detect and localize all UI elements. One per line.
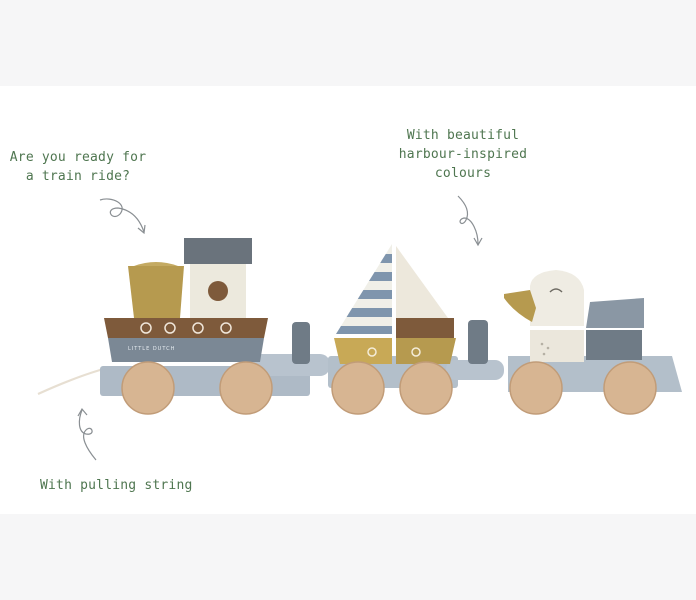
- porthole: [220, 322, 232, 334]
- wheel: [220, 362, 272, 414]
- duck-eye: [549, 288, 563, 293]
- locomotive-connector: [252, 354, 330, 376]
- curly-arrow-train-ride: [99, 198, 145, 233]
- duck-wing-upper: [586, 298, 644, 328]
- caption-line: harbour-inspired: [398, 147, 528, 162]
- wheel: [604, 362, 656, 414]
- arrow-head: [137, 224, 146, 235]
- sailboat-hull-left: [334, 338, 392, 364]
- wheel: [509, 361, 563, 415]
- wheel: [510, 362, 562, 414]
- caption-line: With pulling string: [40, 478, 193, 493]
- caption-line: a train ride?: [25, 169, 131, 184]
- caption-line: Are you ready for: [9, 150, 147, 165]
- boat-hull-upper: [104, 318, 268, 338]
- cabin-roof: [184, 238, 252, 264]
- duck-beak: [504, 290, 536, 322]
- wheel: [400, 362, 452, 414]
- cream-sail: [396, 246, 448, 318]
- wheel: [603, 361, 657, 415]
- duck-body-lower: [530, 330, 584, 362]
- wooden-train-illustration: LITTLE DUTCH: [37, 195, 682, 461]
- sailboat-hull-right: [396, 338, 456, 364]
- hull-dot: [411, 347, 421, 357]
- duck-dot: [542, 352, 546, 356]
- arrow-head: [77, 407, 88, 417]
- wheel: [331, 361, 385, 415]
- wagon-connector: [446, 360, 504, 380]
- curly-arrow-colours: [457, 195, 479, 245]
- curly-arrow-string: [78, 409, 97, 461]
- stacking-peg: [468, 320, 488, 364]
- caption-line: colours: [434, 166, 492, 181]
- hull-dot: [367, 347, 377, 357]
- stacking-peg: [292, 322, 310, 364]
- duck-dot: [540, 342, 544, 346]
- striped-sail: [336, 244, 392, 334]
- arrow-head: [473, 237, 483, 247]
- funnel-top: [134, 262, 178, 266]
- porthole: [192, 322, 204, 334]
- caption-pulling-string: With pulling string: [40, 476, 193, 495]
- wheel: [122, 362, 174, 414]
- caption-train-ride: Are you ready for a train ride?: [8, 148, 148, 186]
- wheel: [332, 362, 384, 414]
- wheel: [399, 361, 453, 415]
- wheel: [121, 361, 175, 415]
- caption-line: With beautiful: [406, 128, 520, 143]
- bottom-margin-band: [0, 514, 696, 600]
- duck-wing-lower: [586, 330, 642, 360]
- duck-dot: [546, 346, 550, 350]
- brand-logo: LITTLE DUTCH: [128, 346, 175, 352]
- top-margin-band: [0, 0, 696, 86]
- cabin-window: [208, 281, 228, 301]
- product-photo: Are you ready for a train ride? With bea…: [0, 86, 696, 514]
- porthole: [164, 322, 176, 334]
- porthole: [140, 322, 152, 334]
- caption-harbour-colours: With beautiful harbour-inspired colours: [388, 126, 538, 183]
- brown-sail-band: [396, 318, 454, 338]
- ochre-funnel: [128, 266, 184, 318]
- boat-hull-lower: [108, 338, 264, 362]
- wheel: [219, 361, 273, 415]
- duck-head: [530, 270, 584, 326]
